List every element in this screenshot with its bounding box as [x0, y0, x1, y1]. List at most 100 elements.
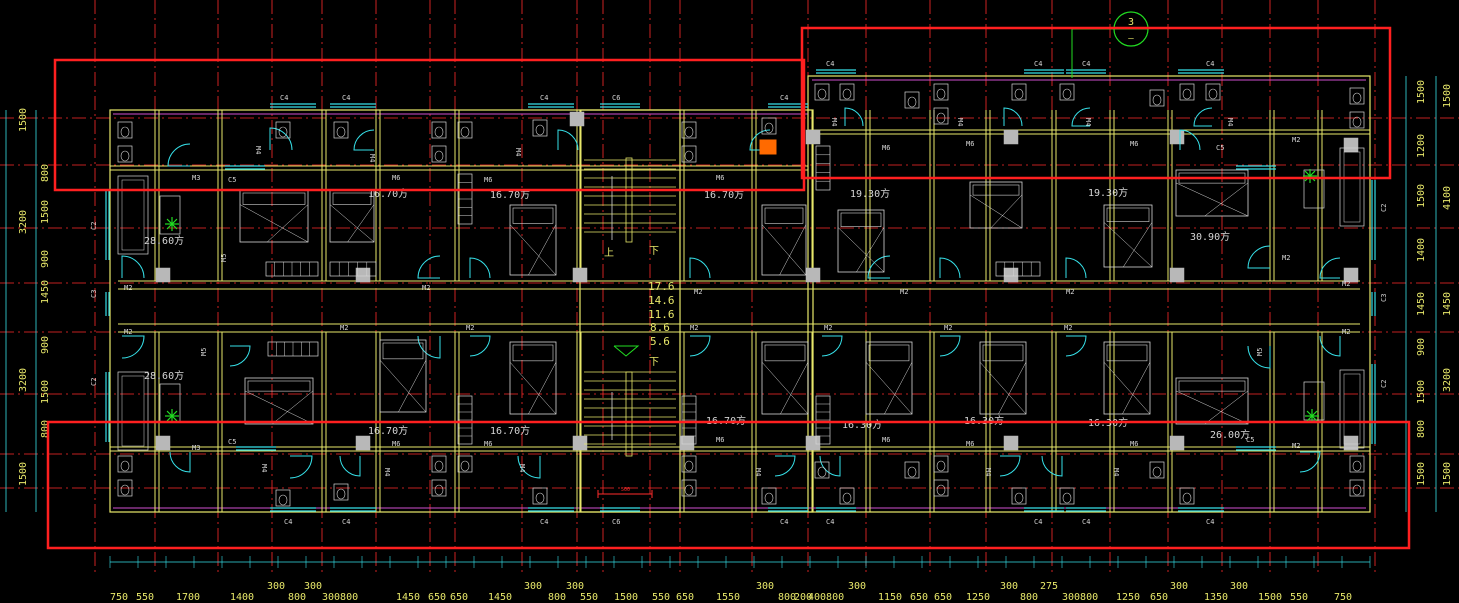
- highlight-box-bottom[interactable]: [46, 420, 1411, 550]
- door-window-tag: M6: [1130, 140, 1138, 148]
- door-swing: [469, 335, 491, 357]
- dimension-text-right-outer: 3200: [1442, 368, 1453, 392]
- toilet: [839, 83, 855, 101]
- room-area-label: 16.70方: [490, 424, 530, 437]
- door-window-tag: M2: [1064, 324, 1072, 332]
- door-window-tag: C4: [826, 60, 834, 68]
- stair-down-label: 下: [649, 246, 659, 257]
- door-swing: [269, 127, 293, 151]
- highlight-box-top-right[interactable]: [800, 26, 1392, 180]
- door-window-tag: C3: [1380, 294, 1388, 302]
- dimension-text-bottom: 300: [848, 581, 866, 592]
- door-swing: [689, 257, 711, 279]
- bed: [379, 339, 427, 413]
- structural-column: [1169, 267, 1185, 283]
- structural-column: [569, 111, 585, 127]
- elevation-marker: [613, 345, 640, 357]
- toilet: [761, 487, 777, 505]
- door-swing: [1299, 451, 1321, 473]
- dimension-text-bottom: 300800: [322, 592, 358, 603]
- room-area-label: 28.60方: [144, 369, 184, 382]
- door-window-tag: C2: [1380, 380, 1388, 388]
- structural-column: [805, 267, 821, 283]
- dimension-text-bottom: 1700: [176, 592, 200, 603]
- dimension-text-left: 1500: [18, 462, 29, 486]
- wardrobe: [681, 395, 697, 445]
- door-window-tag: M4: [1112, 468, 1120, 476]
- door-window-tag: C5: [228, 176, 236, 184]
- elevation-label: 5.6: [650, 335, 670, 348]
- bed: [969, 181, 1023, 229]
- door-window-tag: C4: [1206, 60, 1214, 68]
- dimension-text-bottom: 300: [267, 581, 285, 592]
- toilet: [431, 479, 447, 497]
- door-swing: [1003, 107, 1023, 127]
- dimension-text-bottom: 550: [136, 592, 154, 603]
- door-window-tag: M3: [192, 174, 200, 182]
- toilet: [681, 479, 697, 497]
- dimension-text-right: 1400: [1416, 238, 1427, 262]
- dimension-text-right-outer: 1500: [1442, 462, 1453, 486]
- door-swing: [1319, 257, 1341, 279]
- door-window-tag: M4: [1084, 118, 1092, 126]
- dimension-text-bottom: 650: [934, 592, 952, 603]
- bed: [761, 204, 807, 276]
- elevation-label: 14.6: [648, 294, 675, 307]
- door-window-tag: C6: [612, 94, 620, 102]
- toilet: [117, 145, 133, 163]
- toilet: [1011, 487, 1027, 505]
- toilet: [431, 145, 447, 163]
- door-swing: [1065, 335, 1087, 357]
- dimension-text-bottom: 800: [1020, 592, 1038, 603]
- door-window-tag: M2: [900, 288, 908, 296]
- toilet: [532, 119, 548, 137]
- door-swing: [821, 335, 843, 357]
- door-window-tag: M2: [1292, 136, 1300, 144]
- dimension-text-bottom: 1500: [1258, 592, 1282, 603]
- door-window-tag: M6: [392, 440, 400, 448]
- door-swing: [1065, 257, 1087, 279]
- door-swing: [689, 335, 711, 357]
- wardrobe: [815, 145, 831, 191]
- bed: [244, 377, 314, 425]
- dimension-text-bottom: 1450: [488, 592, 512, 603]
- axis-lines: [0, 0, 1459, 575]
- door-swing: [939, 257, 961, 279]
- dimension-text-bottom: 300: [1000, 581, 1018, 592]
- door-window-tag: M4: [514, 148, 522, 156]
- dimension-text-left: 1500: [40, 380, 51, 404]
- door-window-tag: C4: [1082, 60, 1090, 68]
- windows-layer: [105, 69, 1376, 512]
- dimension-text-left: 800: [40, 420, 51, 438]
- dimension-text-right-outer: 1450: [1442, 292, 1453, 316]
- dimension-text-bottom: 650: [676, 592, 694, 603]
- door-window-tag: M2: [1292, 442, 1300, 450]
- door-window-tag: C4: [780, 518, 788, 526]
- toilet: [839, 487, 855, 505]
- grid-bubble[interactable]: 3 —: [1071, 11, 1149, 78]
- dimension-text-right: 1500: [1416, 184, 1427, 208]
- door-window-tag: M4: [260, 464, 268, 472]
- toilet: [904, 91, 920, 109]
- dimension-text-left: 1500: [18, 108, 29, 132]
- door-window-tag: C4: [1034, 60, 1042, 68]
- door-window-tag: C4: [540, 518, 548, 526]
- dimension-text-bottom: 800: [288, 592, 306, 603]
- room-area-label: 30.90方: [1190, 230, 1230, 243]
- toilet: [814, 461, 830, 479]
- dimension-text-left: 3200: [18, 210, 29, 234]
- stairs-layer: [584, 157, 676, 457]
- bed: [837, 209, 885, 273]
- dimension-text-bottom: 1250: [1116, 592, 1140, 603]
- toilet: [1349, 479, 1365, 497]
- wardrobe: [995, 261, 1041, 277]
- toilet: [1149, 89, 1165, 107]
- dimension-text-left: 3200: [18, 368, 29, 392]
- highlight-box-top-left[interactable]: [53, 58, 806, 192]
- room-area-label: 16.70方: [368, 424, 408, 437]
- dimension-text-right: 1500: [1416, 380, 1427, 404]
- door-window-tag: C2: [1380, 204, 1388, 212]
- walls-layer: [109, 75, 1371, 513]
- toilet: [681, 121, 697, 139]
